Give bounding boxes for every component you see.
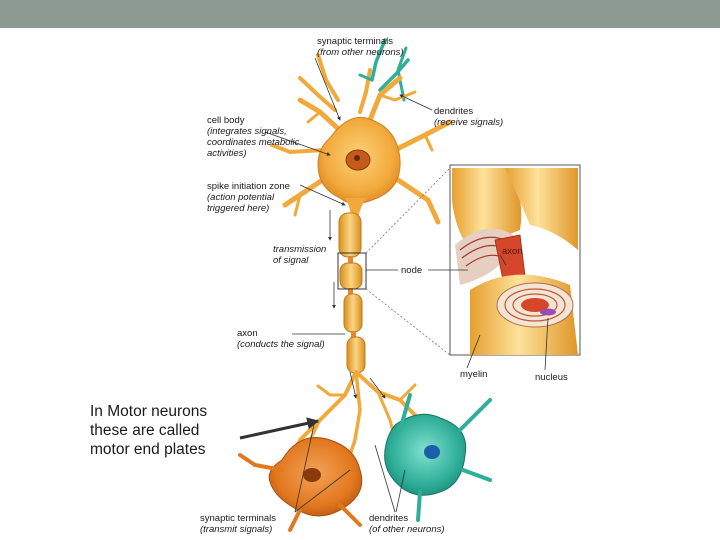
- label-transmission-sub1: transmission: [273, 244, 327, 255]
- label-dendrites-out-sub: (of other neurons): [369, 524, 445, 535]
- label-synaptic-terminals-out: synaptic terminals (transmit signals): [200, 513, 276, 535]
- leader-myelin: [466, 334, 481, 369]
- transmission-arrow-3: [349, 371, 358, 399]
- postsynaptic-orange-dendrites: [238, 453, 362, 532]
- note-line-2: these are called: [90, 422, 200, 439]
- leader-axon-inset: [499, 254, 507, 266]
- myelinated-axon: [338, 212, 366, 374]
- top-neuron-dendrites: [270, 75, 453, 225]
- label-spike-initiation-zone: spike initiation zone (action potential …: [207, 181, 290, 214]
- incoming-axon-terminals: [298, 38, 410, 114]
- leader-synaptic-in: [314, 57, 341, 121]
- note-line-1: In Motor neurons: [90, 403, 208, 420]
- label-axon-sub: (conducts the signal): [237, 339, 325, 350]
- top-cell-nucleolus: [354, 155, 360, 161]
- leader-nucleus: [544, 317, 549, 371]
- label-axon-inset-title: axon: [502, 246, 523, 257]
- label-synaptic-in-title: synaptic terminals: [317, 36, 394, 47]
- leader-synaptic-out-1: [294, 419, 316, 513]
- label-myelin-title: myelin: [460, 369, 488, 380]
- label-dendrites-in-title: dendrites: [434, 106, 474, 117]
- label-spike-zone-title: spike initiation zone: [207, 181, 290, 192]
- leader-dendrites-out: [395, 469, 406, 513]
- label-cell-body-title: cell body: [207, 115, 245, 126]
- label-transmission-of-signal: transmission of signal: [273, 244, 326, 266]
- label-nucleus: nucleus: [535, 372, 568, 383]
- label-transmission-sub2: of signal: [273, 255, 309, 266]
- label-node: node: [401, 265, 422, 276]
- inset-connector-bottom: [365, 288, 451, 356]
- label-spike-zone-sub2: triggered here): [207, 203, 270, 214]
- label-node-title: node: [401, 265, 423, 276]
- myelin-inset: [449, 164, 581, 356]
- label-dendrites-in-sub: (receive signals): [434, 117, 504, 128]
- label-dendrites-out-title: dendrites: [369, 513, 409, 524]
- motor-neuron-note: In Motor neurons these are called motor …: [90, 402, 207, 459]
- leader-synaptic-out-3: [374, 444, 396, 513]
- label-cell-body-sub1: (integrates signals,: [207, 126, 287, 137]
- label-dendrites-in: dendrites (receive signals): [434, 106, 503, 128]
- schwann-nucleus: [540, 308, 556, 316]
- leader-dendrites-in: [399, 94, 433, 111]
- label-cell-body-sub3: activities): [207, 148, 247, 159]
- label-synaptic-out-sub: (transmit signals): [200, 524, 273, 535]
- node-highlight-box: [337, 252, 367, 290]
- transmission-arrow-4: [369, 377, 386, 399]
- postsynaptic-teal-dendrites: [398, 393, 492, 522]
- leader-synaptic-out-2: [294, 469, 351, 513]
- motor-end-plate-arrow: [239, 417, 320, 440]
- label-spike-zone-sub1: (action potential: [207, 192, 275, 203]
- label-dendrites-out: dendrites (of other neurons): [369, 513, 445, 535]
- outgoing-axon-terminals: [288, 370, 422, 472]
- postsynaptic-teal-nucleus: [424, 445, 440, 459]
- axon-hillock: [345, 198, 366, 218]
- label-axon-title: axon: [237, 328, 258, 339]
- postsynaptic-orange-nucleus: [303, 468, 321, 482]
- label-myelin: myelin: [460, 369, 487, 380]
- slide-header-bar: [0, 0, 720, 28]
- label-axon: axon (conducts the signal): [237, 328, 325, 350]
- label-cell-body: cell body (integrates signals, coordinat…: [207, 115, 299, 159]
- note-line-3: motor end plates: [90, 441, 206, 458]
- label-axon-inset: axon: [502, 246, 523, 257]
- label-synaptic-terminals-in: synaptic terminals (from other neurons): [317, 36, 404, 58]
- label-nucleus-title: nucleus: [535, 372, 568, 383]
- label-synaptic-out-title: synaptic terminals: [200, 513, 277, 524]
- leader-spike-zone: [299, 184, 346, 206]
- leader-cell-body: [264, 131, 331, 156]
- label-cell-body-sub2: coordinates metabolic: [207, 137, 300, 148]
- label-synaptic-in-sub: (from other neurons): [317, 47, 404, 58]
